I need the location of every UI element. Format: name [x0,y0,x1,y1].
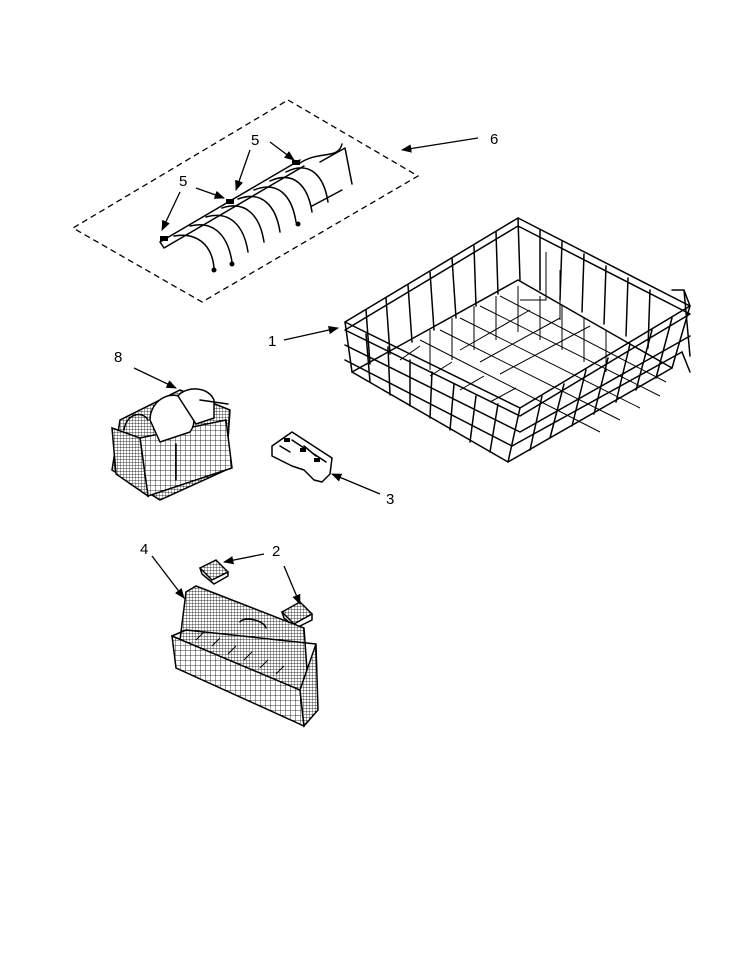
callout-4: 4 [140,541,148,558]
leader-8 [133,367,177,389]
callout-5-upper: 5 [251,132,259,149]
silverware-basket-large: 4 [140,541,319,728]
callout-2: 2 [272,543,280,560]
assembly-dashed-boundary [71,99,420,303]
leader-5-upper [235,149,251,191]
callout-6: 6 [490,131,498,148]
leader-4 [151,555,185,599]
tine-row-assembly: 6 5 5 [71,99,498,303]
callout-8: 8 [114,349,122,366]
leader-5-lower-b [195,187,225,199]
basket-lids: 2 [198,543,314,629]
rack-guide-clip: 3 [271,431,394,508]
callout-1: 1 [268,333,276,350]
silverware-basket-small: 8 [111,349,233,501]
leader-5-upper-b [269,141,295,161]
tine-row-tines [173,143,353,269]
callout-3: 3 [386,491,394,508]
callout-5-lower: 5 [179,173,187,190]
lower-dish-rack: 1 [268,217,691,463]
leader-2-a [222,553,265,565]
leader-1 [283,325,340,341]
leader-2-b [283,565,301,605]
leader-5-lower-a [161,191,181,231]
tine-row-clips [160,160,301,273]
leader-3 [331,473,381,495]
leader-6 [400,137,479,153]
